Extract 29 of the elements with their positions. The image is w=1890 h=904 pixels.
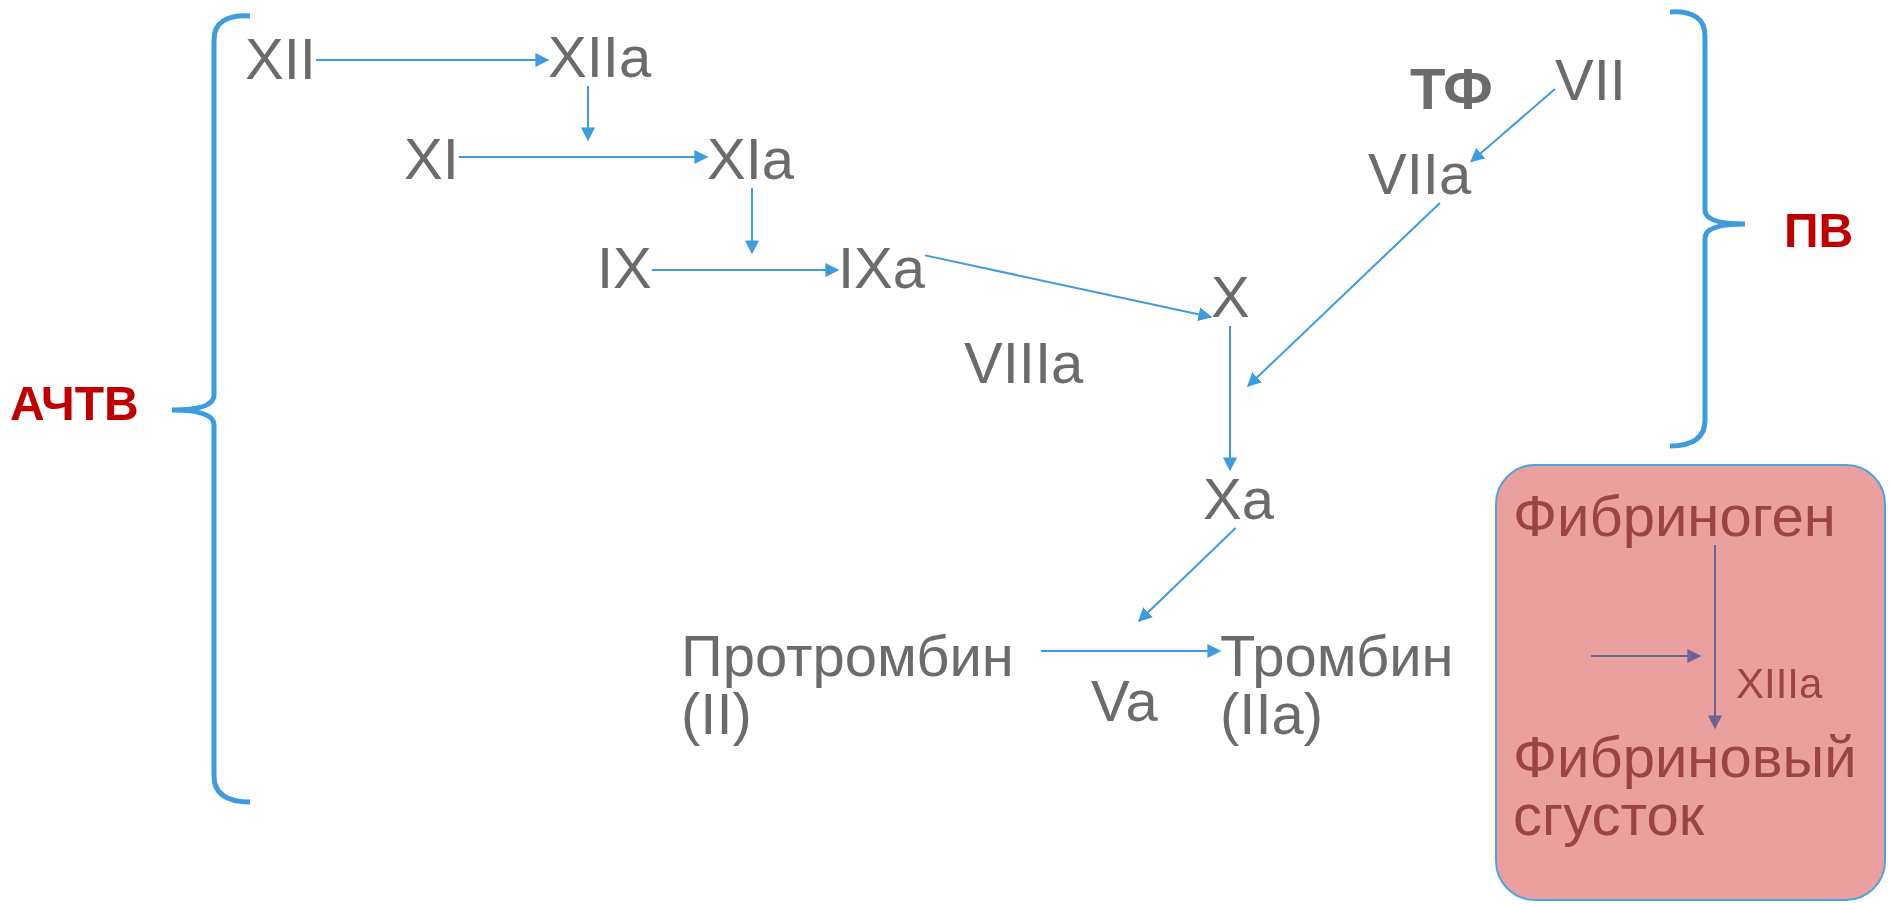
arrow — [924, 254, 1213, 322]
factor-label: IXa — [838, 239, 926, 297]
arrow — [650, 263, 840, 277]
cofactor-label: XIIIa — [1736, 663, 1823, 705]
factor-label: XI — [404, 130, 459, 188]
factor-label: VIIa — [1368, 145, 1472, 203]
arrow — [745, 187, 759, 255]
clot-formation-panel — [1495, 464, 1886, 901]
factor-label: ТФ — [1410, 60, 1493, 118]
arrow — [457, 150, 709, 164]
arrow — [1223, 325, 1237, 472]
arrow — [1247, 202, 1441, 387]
test-label: ПВ — [1784, 207, 1854, 255]
test-label: АЧТВ — [10, 380, 139, 428]
arrow — [1040, 644, 1222, 658]
arrow — [581, 85, 595, 142]
cofactor-label: VIIIa — [964, 334, 1084, 392]
factor-label: Xa — [1203, 470, 1274, 528]
factor-label: XIa — [707, 130, 795, 188]
arrow — [314, 53, 550, 67]
factor-label: IX — [597, 239, 652, 297]
factor-label: X — [1211, 268, 1250, 326]
factor-label: VII — [1555, 51, 1626, 109]
arrow — [1708, 544, 1722, 730]
arrow — [1470, 88, 1556, 163]
arrow — [1138, 527, 1237, 622]
factor-label: XIIa — [548, 28, 652, 86]
factor-label: XII — [245, 30, 316, 88]
cofactor-label: Va — [1091, 672, 1158, 730]
